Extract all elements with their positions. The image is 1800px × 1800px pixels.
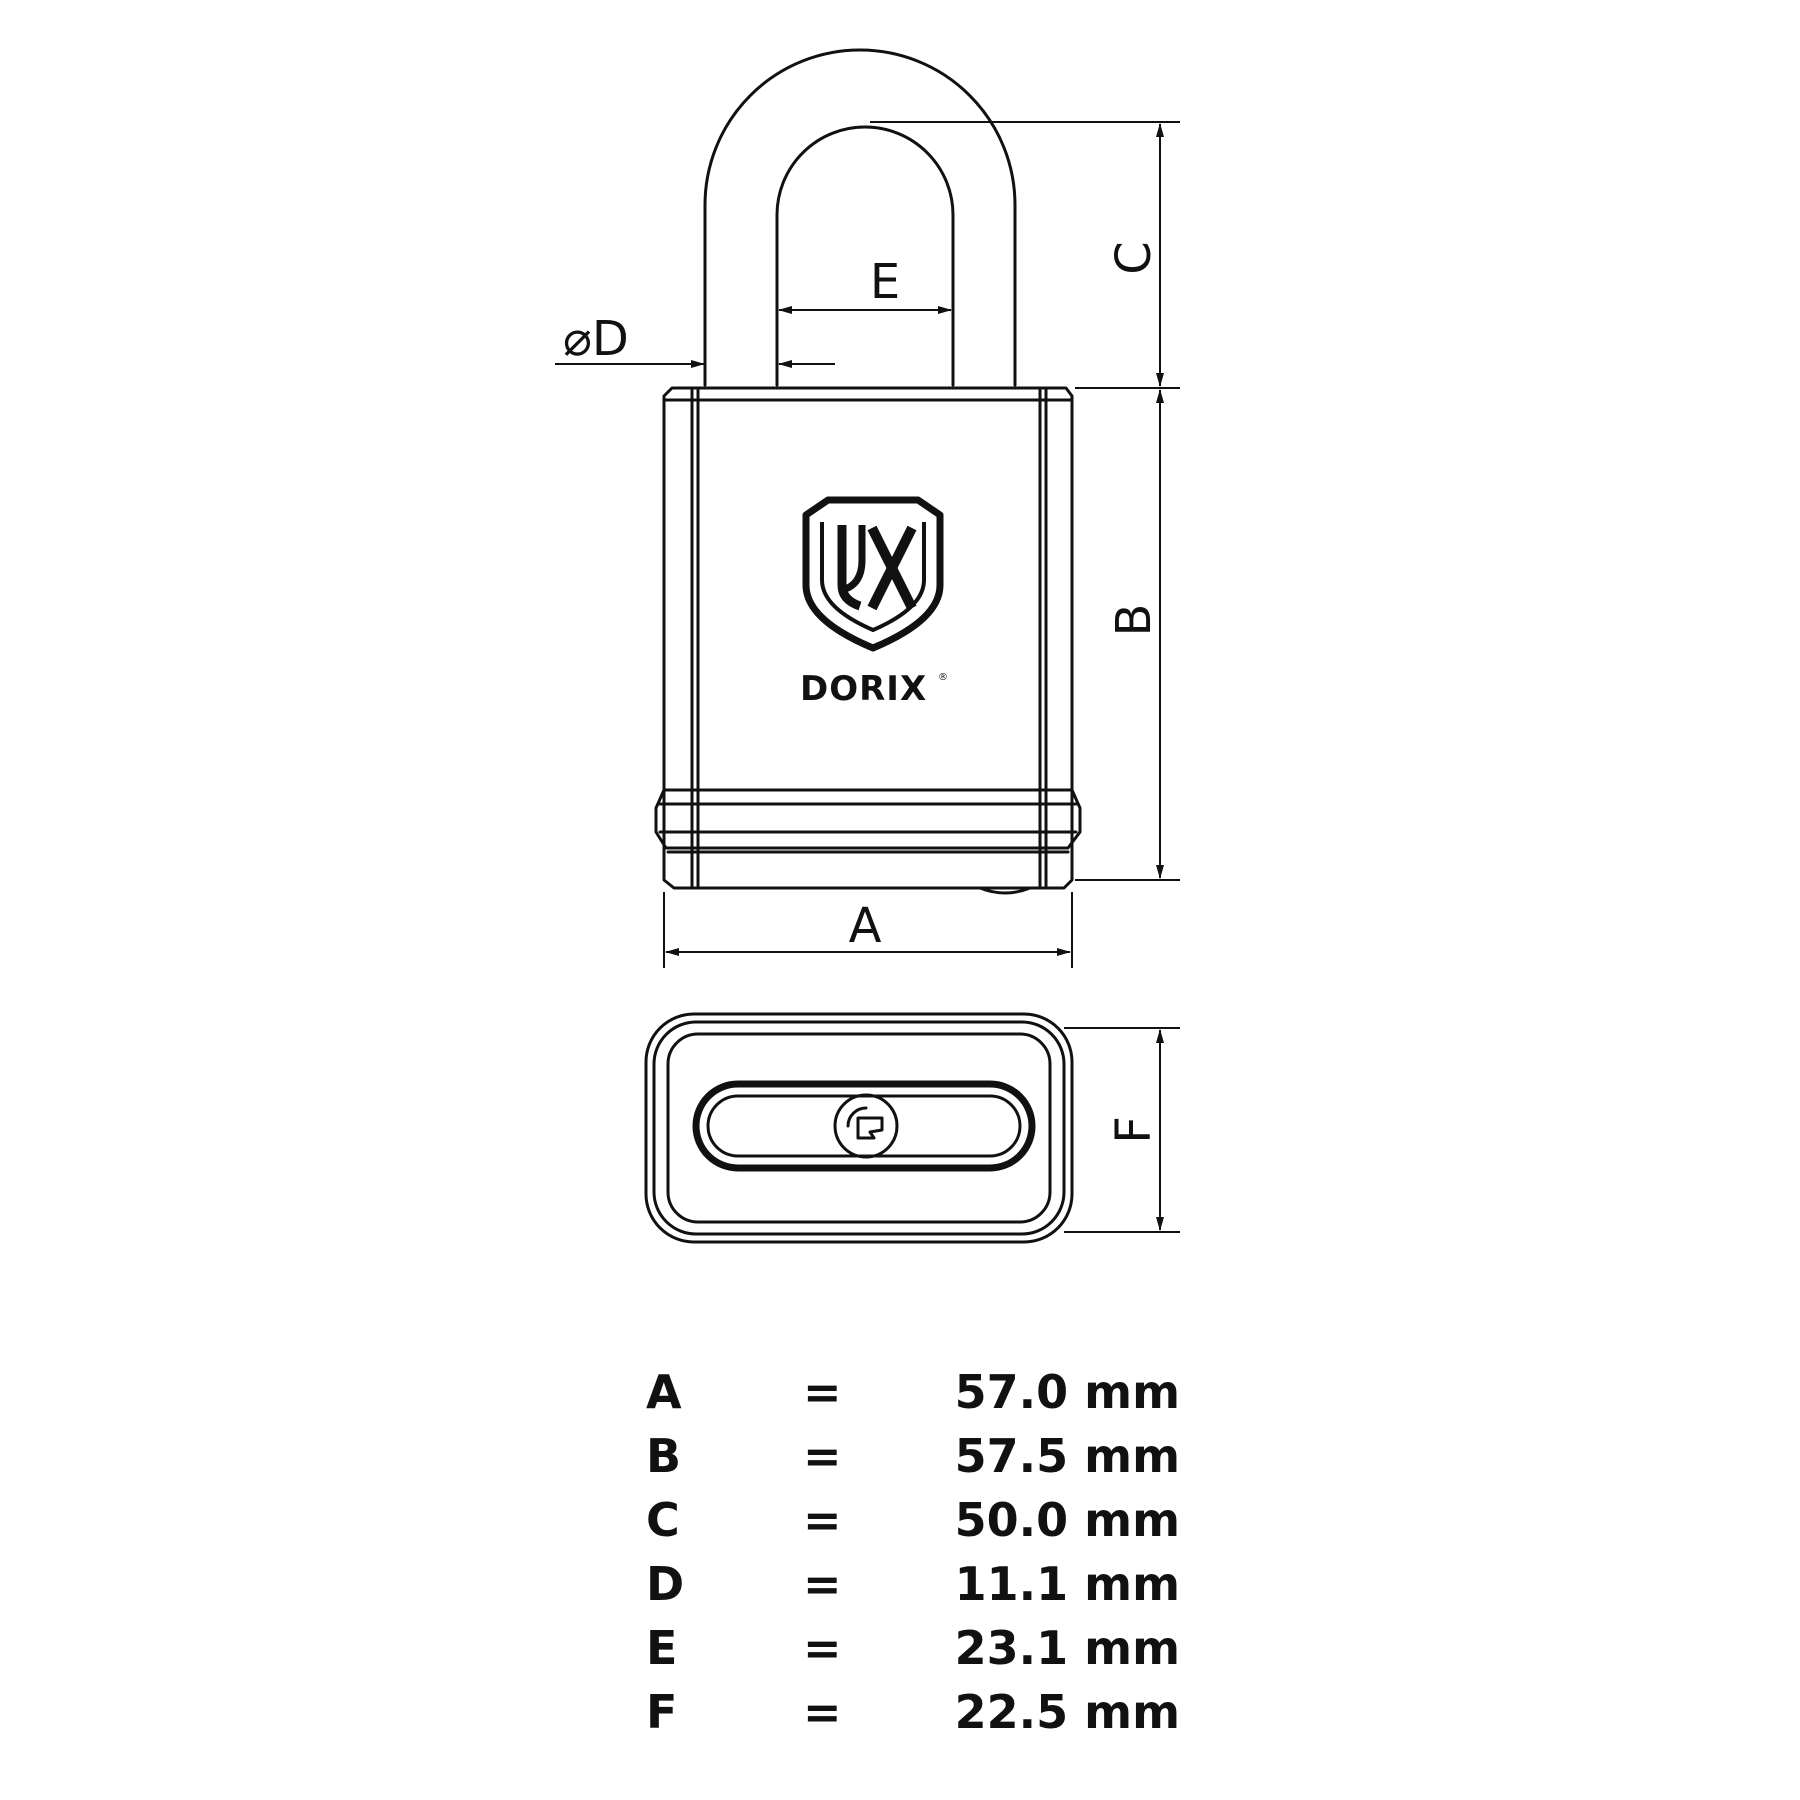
keyway-slot bbox=[692, 1080, 1036, 1172]
brand-name: DORIX bbox=[800, 669, 927, 709]
spec-equals: = bbox=[803, 1685, 842, 1739]
spec-row-d: D = 11.1 mm bbox=[640, 1552, 1200, 1616]
keyhole-icon bbox=[833, 1093, 899, 1159]
dimension-label-b: B bbox=[1106, 604, 1162, 637]
dimension-label-a: A bbox=[849, 898, 882, 954]
spec-letter: F bbox=[646, 1685, 678, 1739]
dimension-a: A bbox=[663, 892, 1073, 968]
registered-mark: ® bbox=[938, 672, 948, 683]
dimension-d: ⌀D bbox=[555, 311, 835, 368]
spec-letter: D bbox=[646, 1557, 685, 1611]
spec-letter: A bbox=[646, 1365, 682, 1419]
spec-equals: = bbox=[803, 1557, 842, 1611]
dimension-label-d: ⌀D bbox=[563, 311, 629, 367]
spec-value: 11.1 mm bbox=[954, 1557, 1180, 1611]
dimension-label-f: F bbox=[1106, 1116, 1162, 1144]
dimension-c: C bbox=[870, 121, 1180, 389]
spec-value: 23.1 mm bbox=[954, 1621, 1180, 1675]
dx-shield-emblem bbox=[802, 496, 944, 652]
spec-value: 50.0 mm bbox=[954, 1493, 1180, 1547]
shackle bbox=[703, 48, 1017, 387]
spec-row-c: C = 50.0 mm bbox=[640, 1488, 1200, 1552]
dimension-label-e: E bbox=[870, 254, 900, 310]
padlock-body bbox=[654, 386, 1082, 895]
dimension-e: E bbox=[778, 254, 952, 314]
spec-equals: = bbox=[803, 1429, 842, 1483]
spec-equals: = bbox=[803, 1493, 842, 1547]
padlock-bottom-view bbox=[644, 1012, 1074, 1244]
spec-value: 22.5 mm bbox=[954, 1685, 1180, 1739]
spec-letter: E bbox=[646, 1621, 678, 1675]
spec-letter: B bbox=[646, 1429, 682, 1483]
spec-value: 57.5 mm bbox=[954, 1429, 1180, 1483]
spec-equals: = bbox=[803, 1621, 842, 1675]
dimension-spec-table: A = 57.0 mm B = 57.5 mm C = 50.0 mm D = … bbox=[640, 1360, 1200, 1744]
dorix-logo: DORIX ® bbox=[800, 496, 948, 709]
spec-row-a: A = 57.0 mm bbox=[640, 1360, 1200, 1424]
spec-letter: C bbox=[646, 1493, 680, 1547]
spec-row-f: F = 22.5 mm bbox=[640, 1680, 1200, 1744]
dimension-label-c: C bbox=[1106, 241, 1162, 275]
spec-value: 57.0 mm bbox=[954, 1365, 1180, 1419]
spec-row-b: B = 57.5 mm bbox=[640, 1424, 1200, 1488]
dimension-f: F bbox=[1064, 1027, 1180, 1233]
dimension-b: B bbox=[1075, 389, 1180, 881]
spec-equals: = bbox=[803, 1365, 842, 1419]
spec-row-e: E = 23.1 mm bbox=[640, 1616, 1200, 1680]
